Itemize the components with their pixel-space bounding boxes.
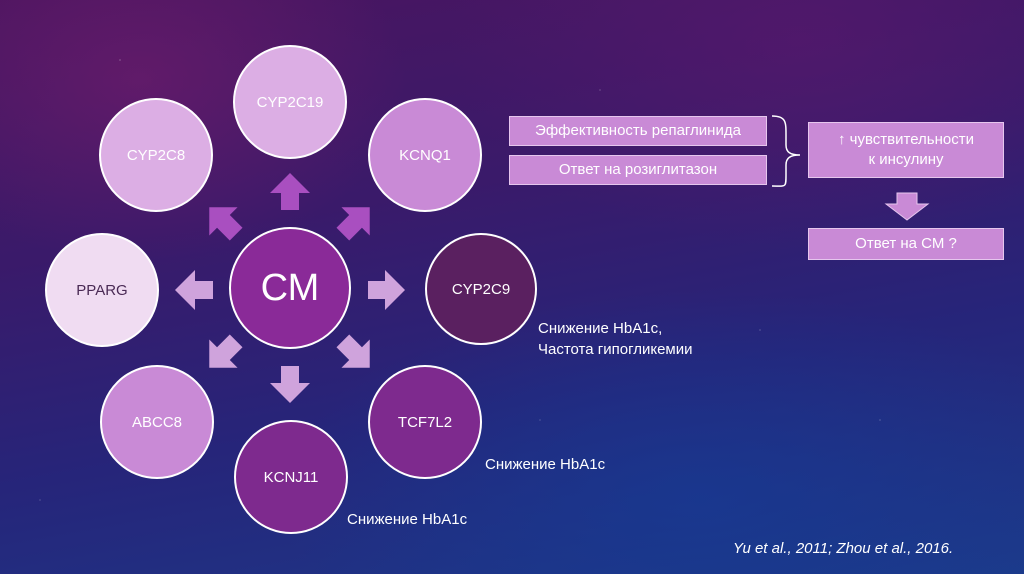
gene-circle-cyp2c8: CYP2C8 <box>99 98 213 212</box>
effect-box-repaglinide: Эффективность репаглинида <box>509 116 767 146</box>
center-label: СМ <box>260 266 320 309</box>
response-box: Ответ на СМ ? <box>808 228 1004 260</box>
arrow-left <box>175 270 213 310</box>
sensitivity-line1: ↑ чувствительности <box>838 131 974 148</box>
arrow-down-left <box>209 334 243 368</box>
brace <box>771 115 801 187</box>
gene-circle-kcnq1: KCNQ1 <box>368 98 482 212</box>
arrow-down <box>270 366 310 403</box>
note-tcf7l2: Снижение HbA1c <box>485 456 606 473</box>
arrow-down-hollow <box>884 192 930 221</box>
effect-box-label: Ответ на розиглитазон <box>558 161 718 178</box>
gene-label: CYP2C19 <box>256 93 324 111</box>
sensitivity-line2: к инсулину <box>868 151 944 168</box>
gene-circle-pparg: PPARG <box>45 233 159 347</box>
effect-box-label: Эффективность репаглинида <box>535 122 741 139</box>
gene-label: TCF7L2 <box>397 413 453 431</box>
effect-box-rosiglitazone: Ответ на розиглитазон <box>509 155 767 185</box>
gene-label: KCNJ11 <box>263 468 319 486</box>
note-cyp2c9-line2: Частота гипогликемии <box>538 341 693 358</box>
sensitivity-box: ↑ чувствительности к инсулину <box>808 122 1004 178</box>
arrow-down-right <box>336 334 370 368</box>
note-cyp2c9-line1: Снижение HbA1c, <box>538 320 663 337</box>
arrow-up <box>270 173 310 210</box>
arrow-up-right <box>336 207 370 241</box>
arrow-right <box>368 270 405 310</box>
gene-circle-tcf7l2: TCF7L2 <box>368 365 482 479</box>
gene-label: CYP2C8 <box>126 146 186 164</box>
note-kcnj11: Снижение HbA1c <box>347 511 468 528</box>
response-label: Ответ на СМ ? <box>855 235 957 252</box>
gene-label: KCNQ1 <box>399 146 451 164</box>
gene-label: CYP2C9 <box>451 280 511 298</box>
gene-circle-cyp2c19: CYP2C19 <box>233 45 347 159</box>
gene-label: ABCC8 <box>131 413 183 431</box>
center-circle-cm: СМ <box>229 227 351 349</box>
gene-label: PPARG <box>76 281 128 299</box>
citation: Yu et al., 2011; Zhou et al., 2016. <box>733 540 954 557</box>
gene-circle-abcc8: ABCC8 <box>100 365 214 479</box>
note-cyp2c9: Снижение HbA1c, Частота гипогликемии <box>538 318 693 360</box>
gene-circle-cyp2c9: CYP2C9 <box>425 233 537 345</box>
gene-circle-kcnj11: KCNJ11 <box>234 420 348 534</box>
arrow-up-left <box>209 207 243 241</box>
